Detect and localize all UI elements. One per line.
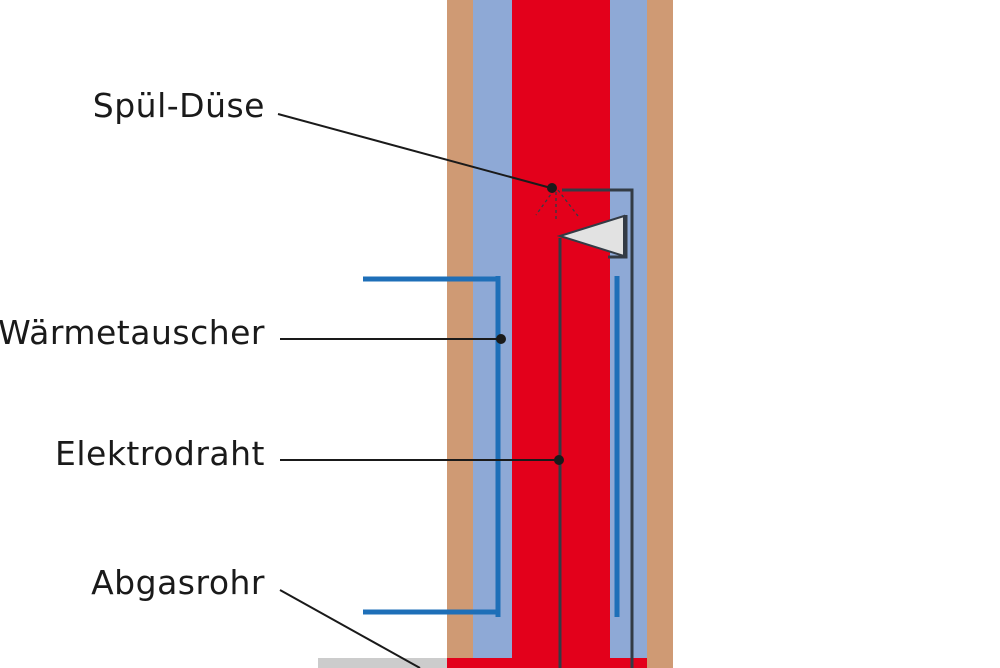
nozzle-triangle: [556, 214, 625, 258]
electrode-wire: [558, 188, 634, 668]
leader-nozzle: [277, 113, 552, 189]
outer-wall-right: [647, 0, 673, 668]
base-strip: [318, 658, 448, 668]
label-nozzle: Spül-Düse: [92, 86, 265, 125]
base-red: [447, 658, 647, 668]
nozzle-spray: [535, 189, 579, 220]
label-heat-exchanger: Wärmetauscher: [0, 313, 265, 352]
label-exhaust-pipe: Abgasrohr: [91, 563, 265, 602]
leader-exhaust-pipe: [279, 589, 421, 668]
label-electrode-wire: Elektrodraht: [55, 434, 265, 473]
outer-wall-left: [447, 0, 473, 668]
heat-exchanger: [363, 276, 620, 617]
nozzle-housing: [608, 215, 628, 259]
leader-lines: [277, 113, 564, 668]
